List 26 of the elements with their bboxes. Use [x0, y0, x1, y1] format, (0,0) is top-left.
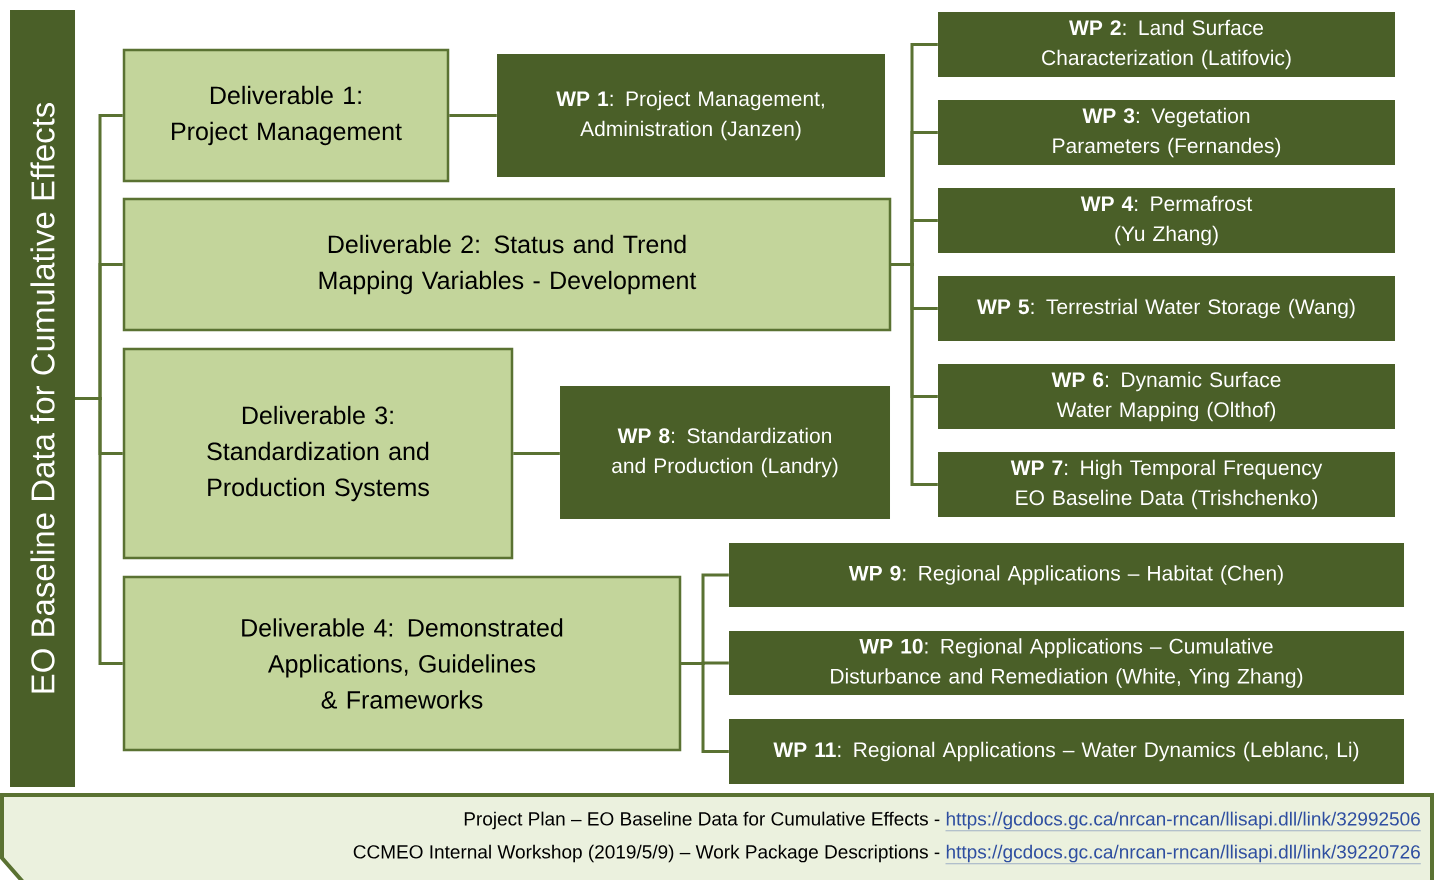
deliverable-box: Deliverable 4: Demonstrated Applications, Guidelines & Frameworks — [122, 575, 682, 752]
work-package-box: WP 9: Regional Applications – Habitat (Chen) — [729, 543, 1404, 607]
note-box — [0, 793, 1434, 880]
work-package-box: WP 8: Standardization and Production (Landry) — [560, 386, 890, 519]
work-package-box: WP 3: Vegetation Parameters (Fernandes) — [938, 100, 1395, 165]
connector-line — [513, 452, 560, 455]
work-package-box: WP 7: High Temporal Frequency EO Baseline Data (Trishchenko) — [938, 452, 1395, 517]
deliverable-box: Deliverable 3: Standardization and Production Systems — [122, 347, 514, 560]
deliverable-box: Deliverable 2: Status and Trend Mapping Variables - Development — [122, 197, 892, 332]
work-package-box: WP 10: Regional Applications – Cumulative Disturbance and Remediation (White, Ying Zhang) — [729, 631, 1404, 695]
reference-text: CCMEO Internal Workshop (2019/5/9) – Work Package Descriptions - — [353, 844, 940, 863]
connector-line — [891, 263, 938, 486]
connector-line — [681, 662, 729, 753]
connector-line — [449, 114, 497, 117]
title-bar: EO Baseline Data for Cumulative Effects — [10, 10, 75, 787]
deliverable-box: Deliverable 1: Project Management — [122, 48, 450, 183]
work-package-box: WP 1: Project Management, Administration (Janzen) — [497, 54, 885, 177]
work-package-box: WP 5: Terrestrial Water Storage (Wang) — [938, 276, 1395, 341]
work-package-box: WP 6: Dynamic Surface Water Mapping (Olthof) — [938, 364, 1395, 429]
work-package-box: WP 11: Regional Applications – Water Dynamics (Leblanc, Li) — [729, 719, 1404, 784]
connector-line — [75, 397, 123, 665]
link: https://gcdocs.gc.ca/nrcan-rncan/llisapi.dll/link/39220726 — [945, 844, 1421, 864]
reference-text: Project Plan – EO Baseline Data for Cumulative Effects - — [464, 811, 940, 830]
work-package-box: WP 4: Permafrost (Yu Zhang) — [938, 188, 1395, 253]
link: https://gcdocs.gc.ca/nrcan-rncan/llisapi.dll/link/32992506 — [945, 811, 1421, 831]
work-package-box: WP 2: Land Surface Characterization (Latifovic) — [938, 12, 1395, 77]
